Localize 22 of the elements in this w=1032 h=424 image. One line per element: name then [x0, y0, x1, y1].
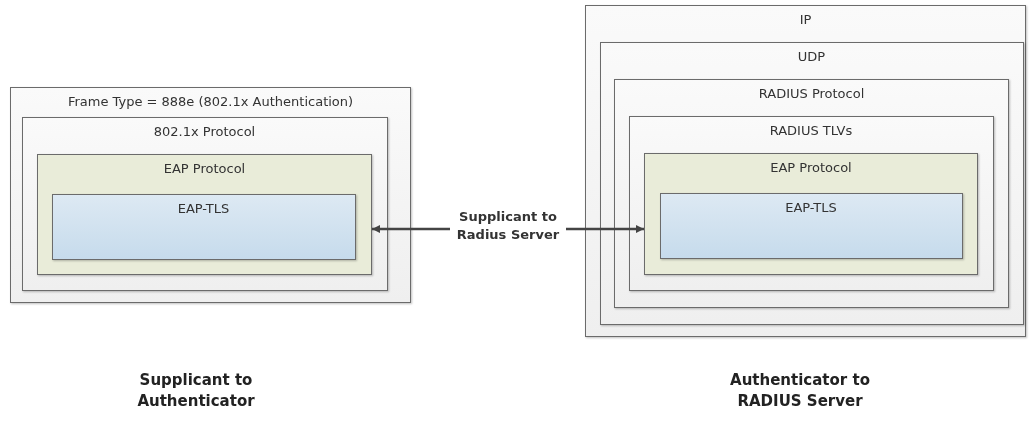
protocol-box — [644, 153, 978, 275]
layer-label: UDP — [797, 48, 826, 64]
layer-box — [10, 87, 411, 303]
layer-label: EAP-TLS — [785, 199, 837, 215]
layer-label: Frame Type = 888e (802.1x Authentication) — [67, 94, 354, 109]
layer-box — [599, 41, 1024, 325]
layer-label: RADIUS Protocol — [758, 86, 865, 101]
layer-label: EAP-TLS — [177, 200, 230, 216]
layer-label: 802.1x Protocol — [153, 123, 256, 139]
layer-label: EAP Protocol — [163, 161, 246, 176]
layer-label: IP — [799, 12, 812, 27]
layer-label: EAP Protocol — [770, 160, 852, 175]
payload-box — [51, 193, 356, 260]
layer-box — [21, 116, 388, 291]
section-caption: Supplicant to Authenticator — [136, 370, 256, 412]
protocol-box — [37, 154, 372, 275]
payload-box — [659, 192, 963, 259]
layer-label: RADIUS TLVs — [769, 122, 853, 138]
layer-box — [614, 79, 1009, 308]
layer-box — [628, 115, 994, 291]
section-caption: Authenticator to RADIUS Server — [729, 370, 871, 412]
layer-box — [585, 5, 1026, 337]
